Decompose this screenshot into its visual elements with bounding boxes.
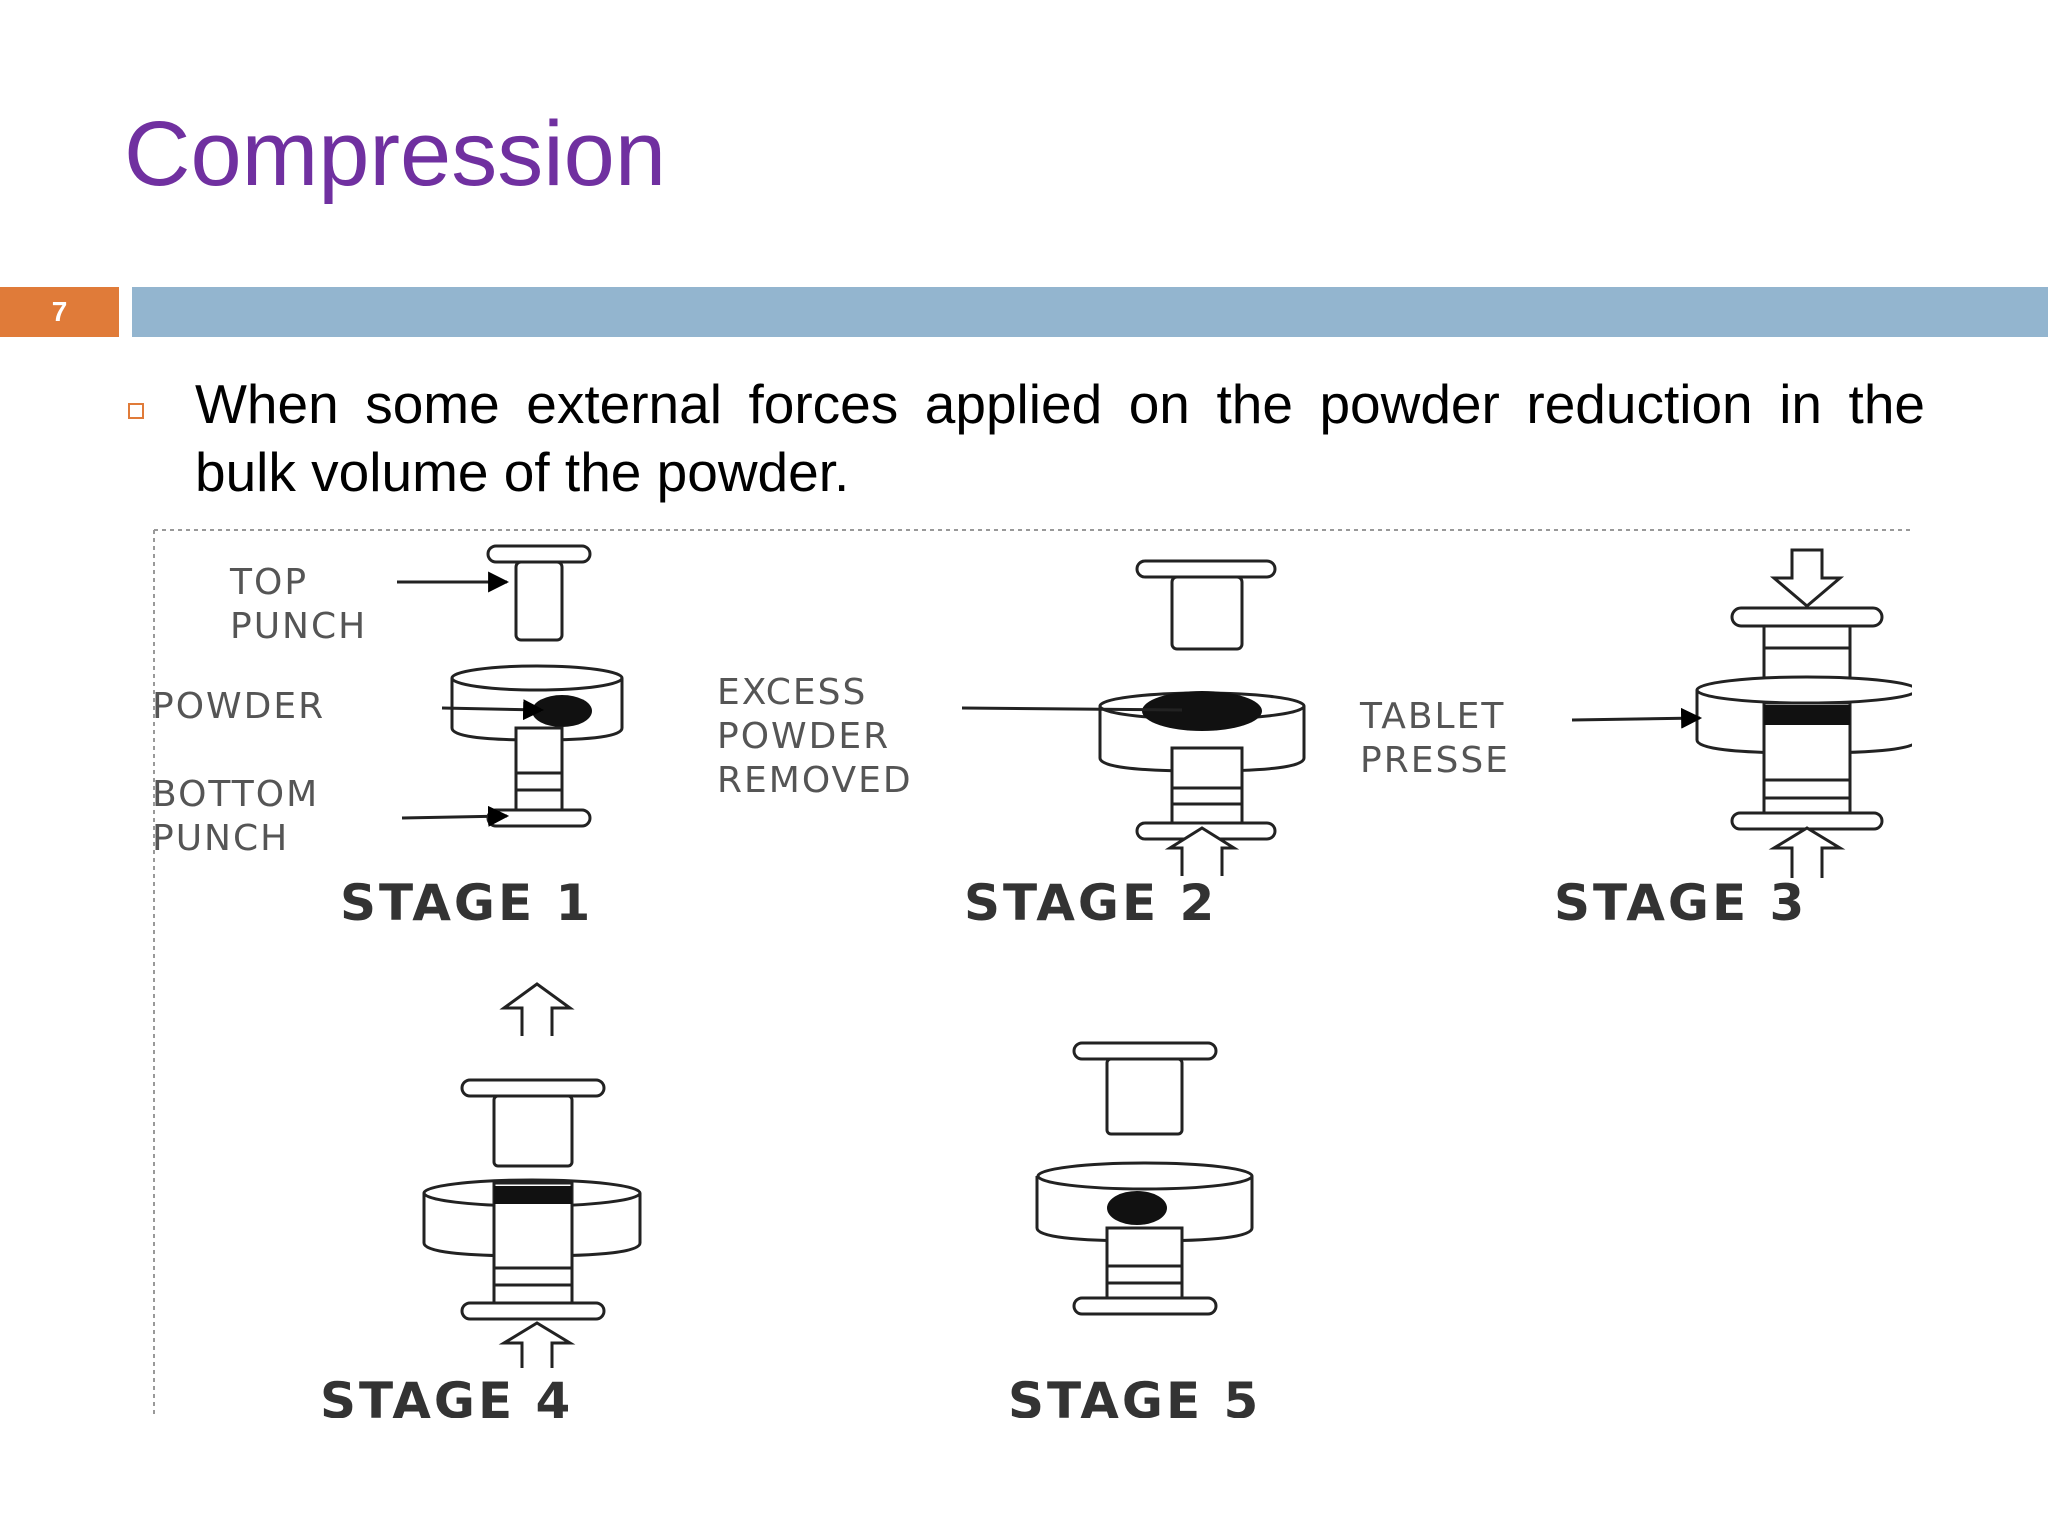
header-bar: [132, 287, 2048, 337]
label-excess-powder: POWDER: [717, 716, 890, 757]
bullet-square-icon: [128, 403, 144, 419]
slide-number: 7: [0, 287, 119, 337]
stage-4-punches: [422, 982, 642, 1368]
label-tablet: TABLET: [1359, 696, 1505, 737]
label-punch-bottom: PUNCH: [152, 818, 289, 859]
label-powder: POWDER: [152, 686, 325, 727]
label-removed: REMOVED: [717, 760, 913, 801]
label-presse: PRESSE: [1360, 740, 1510, 781]
compression-stages-diagram: TOP PUNCH POWDER BOTTOM PUNCH EXCESS POW…: [152, 528, 1912, 1418]
label-bottom: BOTTOM: [152, 774, 319, 815]
label-punch-top: PUNCH: [230, 606, 367, 647]
label-top: TOP: [229, 562, 308, 603]
label-excess: EXCESS: [717, 672, 867, 713]
stage-5-punches: [1035, 1041, 1254, 1316]
stage-5-label: STAGE 5: [1008, 1372, 1261, 1418]
stage-3-punches: [1695, 548, 1912, 878]
stage-2-punches: [1098, 559, 1306, 876]
slide-title: Compression: [124, 103, 666, 205]
stage-1-punches: [450, 544, 624, 828]
bullet-text: When some external forces applied on the…: [195, 373, 1925, 503]
stage-2-label: STAGE 2: [964, 874, 1217, 932]
stage-4-label: STAGE 4: [320, 1372, 573, 1418]
stage-3-label: STAGE 3: [1554, 874, 1807, 932]
stage-1-label: STAGE 1: [340, 874, 593, 932]
